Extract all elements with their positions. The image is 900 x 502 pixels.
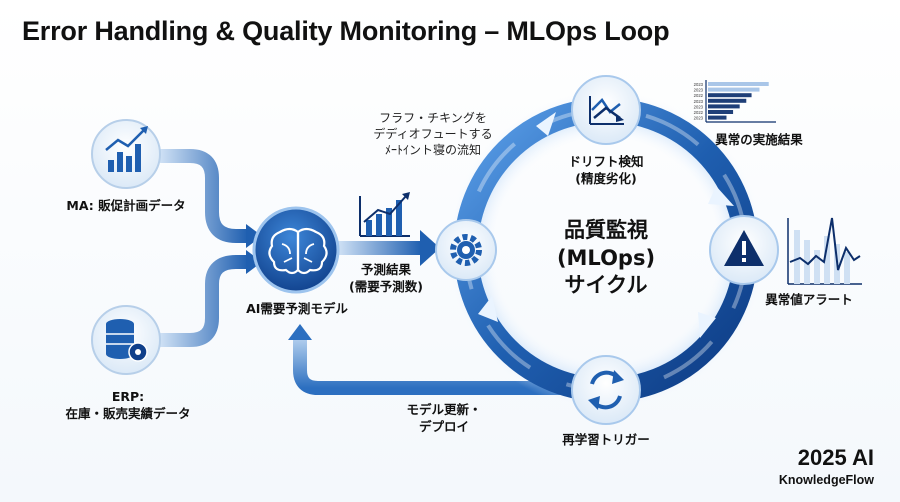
brand-name: KnowledgeFlow: [778, 473, 874, 487]
erp-label-line1: ERP:: [111, 389, 145, 404]
growth-chart-icon: [359, 192, 410, 237]
erp-flow-arrowhead: [246, 250, 262, 274]
anomaly-results-label: 異常の実施結果: [715, 132, 803, 147]
update-label-line1: モデル更新・: [406, 402, 482, 417]
mini-chart-bar: [708, 93, 752, 98]
refresh-icon: [571, 355, 641, 425]
update-label-line2: デプロイ: [418, 418, 469, 434]
mini-chart-year-label: 2023: [694, 88, 704, 93]
bar-chart-icon: [91, 119, 161, 189]
ring-arrow-1: [536, 112, 556, 136]
mini-chart-bar: [708, 98, 747, 103]
gear-icon: [435, 219, 497, 281]
mini-chart-year-label: 2023: [694, 82, 704, 87]
erp-label-line2: 在庫・販売実績データ: [65, 405, 191, 421]
brain-icon: [252, 206, 340, 294]
ma-flow-arrow: [160, 149, 248, 243]
mini-chart-year-label: 2023: [694, 99, 704, 104]
ring-arrow-3: [698, 312, 716, 338]
forecast-flow-arrow: [338, 241, 422, 255]
drift-label-line2: (精度劣化): [575, 170, 637, 186]
erp-label: ERP: 在庫・販売実績データ: [48, 389, 208, 423]
ring-arrow-4: [478, 296, 498, 322]
cycle-title-line1: 品質監視: [564, 218, 648, 242]
ring-arrow-2: [708, 186, 734, 206]
mini-chart-year-label: 2022: [694, 110, 704, 115]
forecast-label: 予測結果 (需要予測数): [340, 262, 432, 296]
ma-flow-arrowhead: [246, 224, 262, 248]
flow-note: フラフ・チキングを デディオフュートする ﾒｰﾄｲント寝の流知: [360, 110, 506, 159]
brand-year: 2025 AI: [797, 445, 874, 470]
cycle-title-line3: サイクル: [564, 273, 648, 298]
update-flow-arrowhead: [288, 324, 312, 340]
drift-label-line1: ドリフト検知: [568, 154, 644, 169]
forecast-flow-arrowhead: [420, 230, 440, 266]
ma-label: MA: 販促計画データ: [66, 198, 186, 213]
cycle-title: 品質監視 (MLOps) サイクル: [540, 217, 672, 300]
ring-glow: [446, 90, 766, 410]
anomaly-alert-label: 異常値アラート: [765, 292, 853, 307]
mini-chart-bar: [708, 110, 734, 114]
mini-chart-bar: [708, 87, 760, 92]
drift-label: ドリフト検知 (精度劣化): [558, 154, 654, 188]
database-gear-icon: [91, 305, 161, 375]
update-label: モデル更新・ デプロイ: [396, 402, 492, 436]
mini-chart-bar: [708, 82, 769, 86]
cycle-title-line2: (MLOps): [556, 245, 656, 270]
line-chart-icon: [787, 217, 862, 285]
model-label: AI需要予測モデル: [246, 301, 348, 316]
retrain-label: 再学習トリガー: [562, 432, 650, 447]
trend-down-icon: [571, 75, 641, 145]
mini-chart-year-label: 2023: [694, 116, 704, 121]
forecast-label-line2: (需要予測数): [349, 278, 423, 294]
flow-note-line2: デディオフュートする: [373, 127, 493, 142]
mini-chart-year-label: 2022: [694, 93, 704, 98]
erp-flow-arrow: [160, 255, 248, 347]
mini-chart-year-label: 2023: [694, 104, 704, 109]
mini-chart-bar: [708, 115, 727, 120]
flow-note-line3: ﾒｰﾄｲント寝の流知: [384, 143, 481, 158]
page-title: Error Handling & Quality Monitoring – ML…: [22, 16, 670, 46]
mini-chart-bar: [708, 104, 740, 109]
warning-icon: [709, 215, 779, 285]
flow-note-line1: フラフ・チキングを: [379, 111, 487, 125]
forecast-label-line1: 予測結果: [360, 262, 411, 277]
update-flow-arrow: [293, 336, 566, 395]
